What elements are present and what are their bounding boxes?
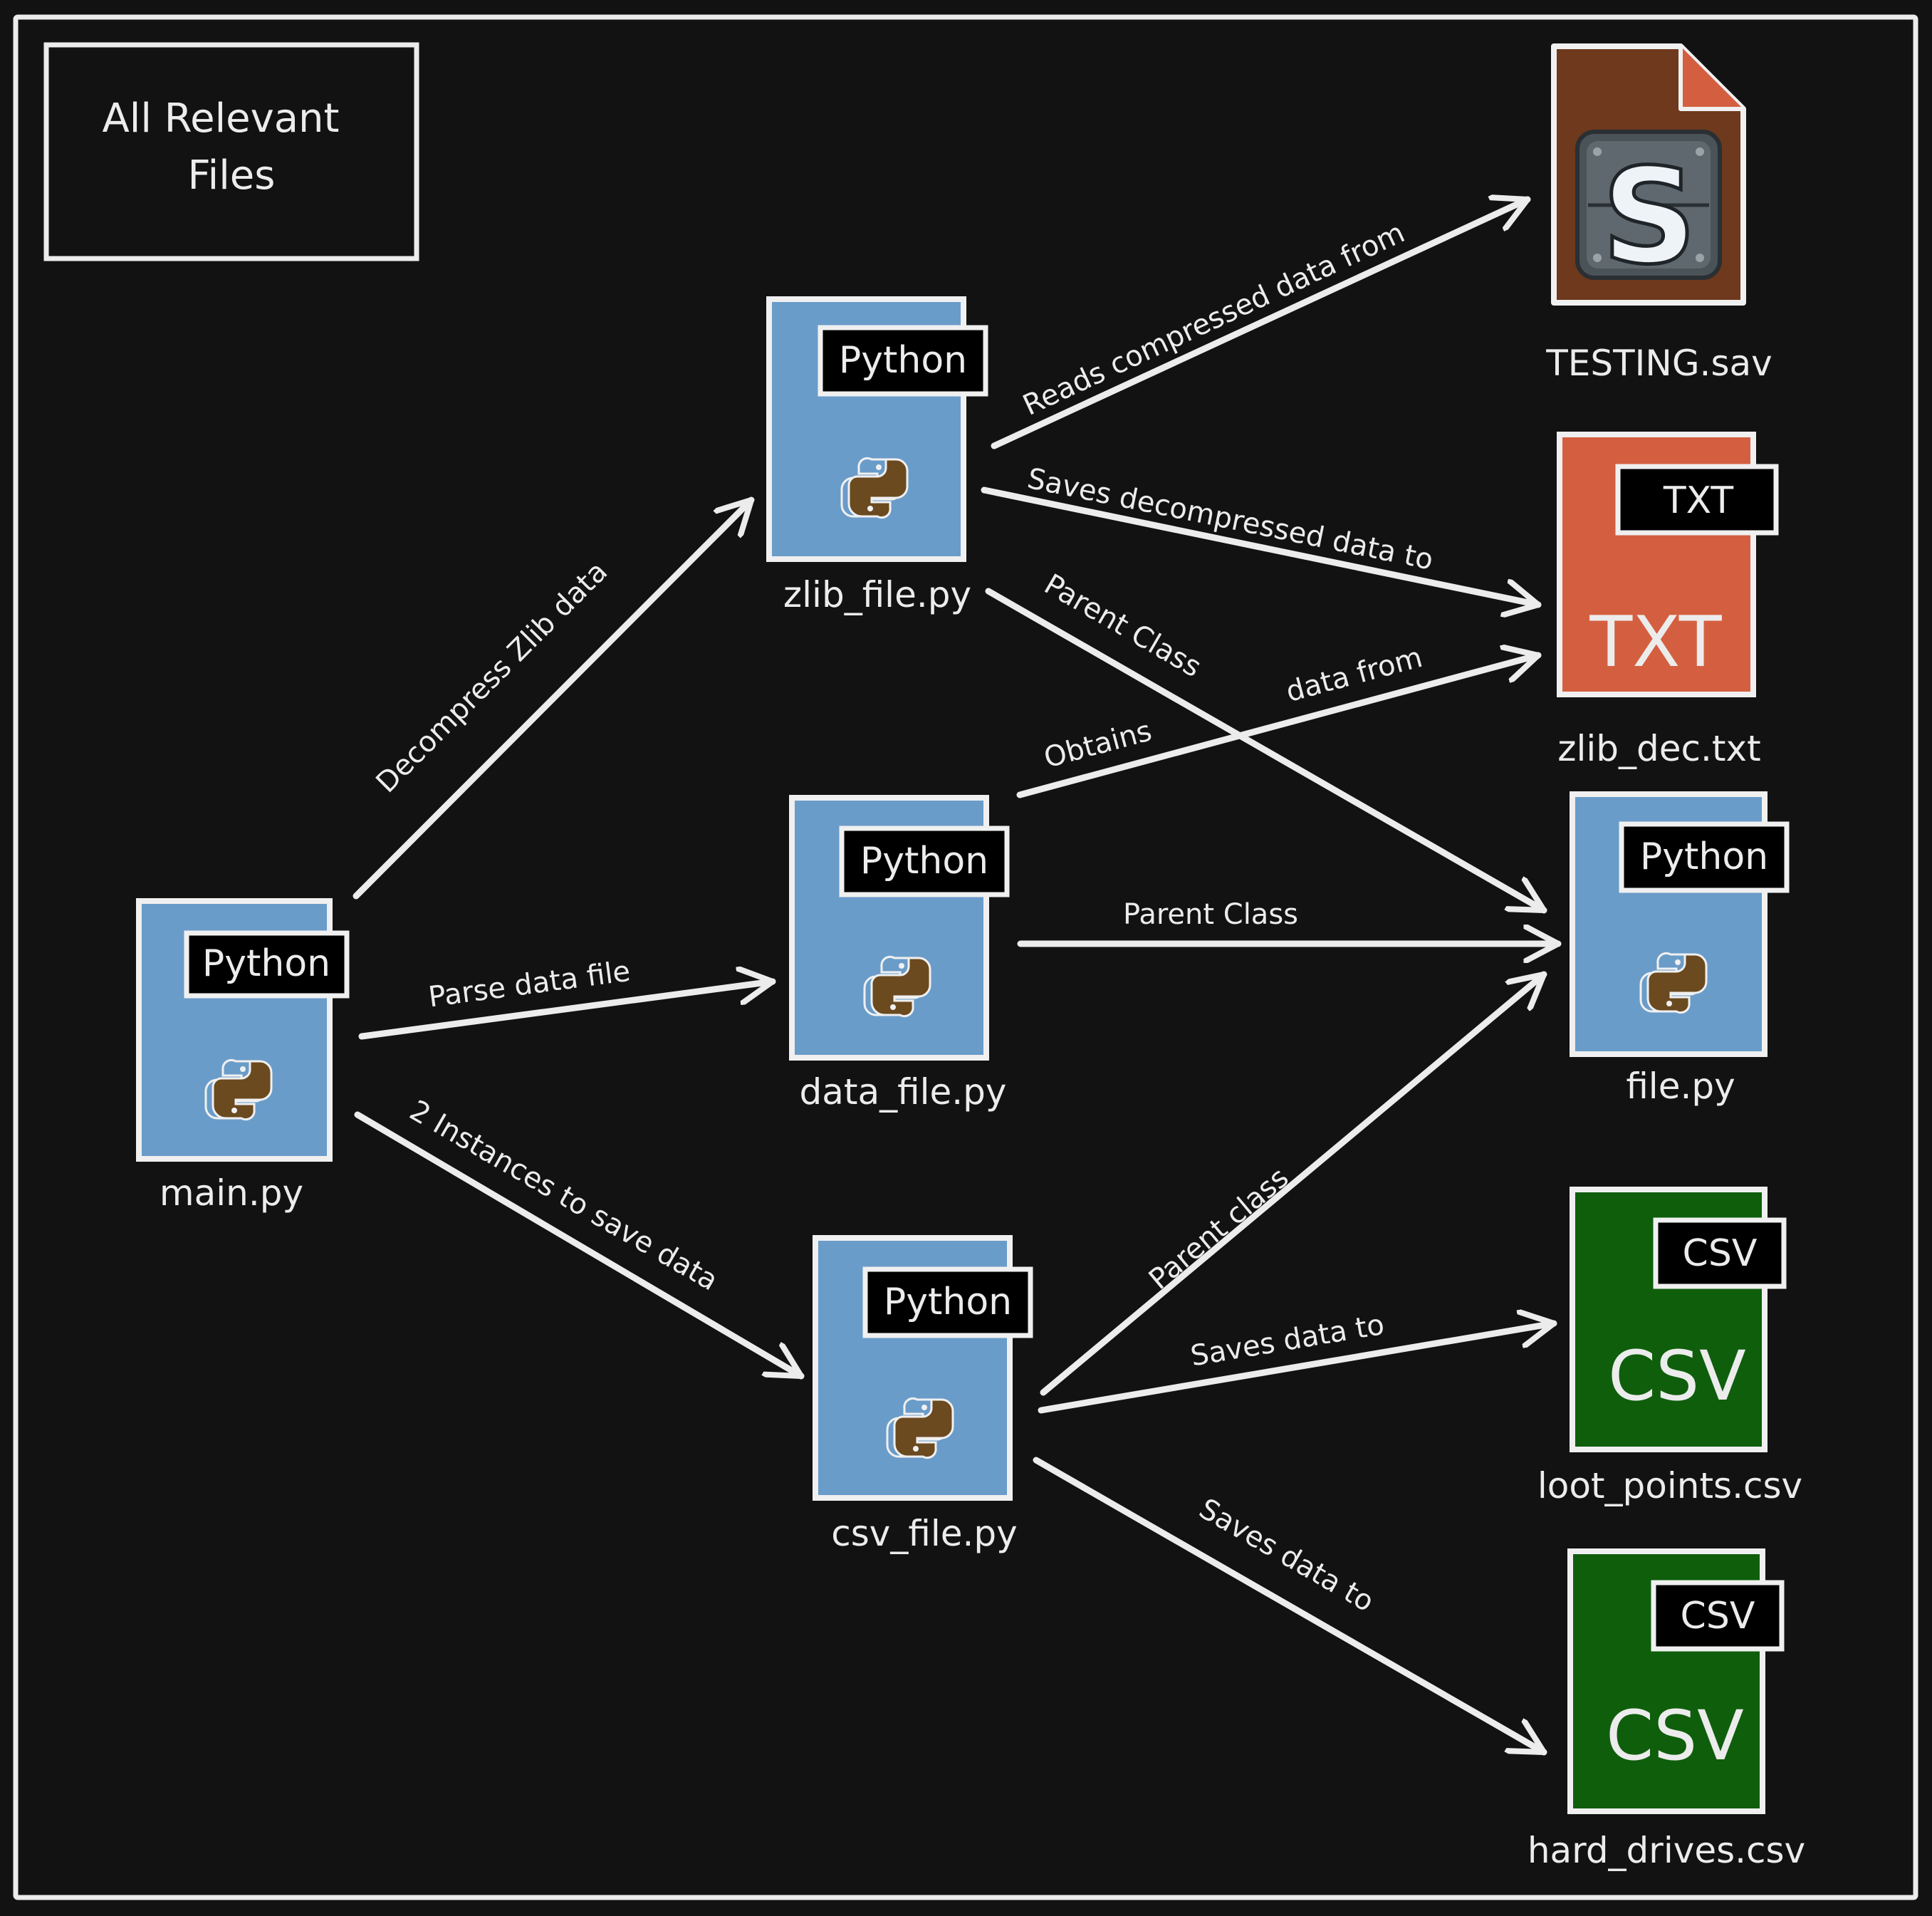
label-data-to-file: Parent Class (1123, 898, 1298, 931)
python-tag-text: Python (839, 339, 967, 382)
txt-tag (1615, 464, 1779, 536)
node-zlib-file-py[interactable]: Python zlib_file.py (766, 296, 988, 615)
node-txt-label: zlib_dec.txt (1557, 728, 1760, 769)
node-data-file-py[interactable]: Python data_file.py (789, 795, 1010, 1113)
txt-tag-text: TXT (1663, 479, 1733, 522)
csv-big-text: CSV (1608, 1336, 1746, 1416)
node-zlib-dec-txt[interactable]: TXT TXT zlib_dec.txt (1557, 432, 1779, 769)
edge-csv-to-loot (1038, 1323, 1557, 1414)
edge-zlib-to-txt (981, 486, 1542, 605)
node-main-py[interactable]: Python main.py (136, 898, 350, 1214)
csv-tag-text: CSV (1681, 1595, 1755, 1638)
label-zlib-to-txt: Saves decompressed data to (1025, 462, 1436, 577)
edge-csv-to-file (1040, 971, 1547, 1396)
csv-tag (1653, 1217, 1787, 1289)
python-tag (1619, 821, 1790, 893)
node-testing-sav[interactable]: S TESTING.sav (1545, 43, 1772, 384)
node-loot-points-csv[interactable]: CSV CSV loot_points.csv (1537, 1187, 1802, 1506)
python-tag (839, 826, 1010, 897)
txt-big-text: TXT (1589, 602, 1722, 683)
label-csv-to-loot: Saves data to (1189, 1308, 1387, 1373)
csv-big-text: CSV (1606, 1696, 1744, 1776)
node-sav-label: TESTING.sav (1545, 343, 1772, 384)
title-line-2: Files (188, 152, 276, 199)
edge-csv-to-hard (1033, 1457, 1547, 1756)
node-hard-drives-csv[interactable]: CSV CSV hard_drives.csv (1528, 1548, 1805, 1871)
python-tag (184, 930, 350, 999)
edge-zlib-to-file (985, 588, 1547, 914)
title-box: All Relevant Files (43, 42, 419, 261)
python-tag (862, 1266, 1033, 1338)
label-zlib-to-sav: Reads compressed data from (1018, 217, 1410, 422)
label-main-to-csv: 2 Instances to save data (404, 1094, 723, 1297)
title-line-1: All Relevant (103, 95, 340, 142)
node-csv-file-py[interactable]: Python csv_file.py (813, 1235, 1033, 1554)
edge-main-to-zlib (353, 496, 755, 900)
label-data-to-txt-datafrom: data from (1283, 641, 1426, 709)
node-hard-label: hard_drives.csv (1528, 1830, 1805, 1871)
edge-main-to-csv (354, 1111, 805, 1380)
edge-data-to-txt (1016, 655, 1542, 798)
python-tag (818, 325, 988, 397)
node-loot-label: loot_points.csv (1537, 1465, 1802, 1506)
python-tag-text: Python (202, 942, 330, 985)
node-file-py[interactable]: Python file.py (1570, 791, 1790, 1107)
node-file-label: file.py (1626, 1066, 1735, 1107)
csv-tag-text: CSV (1683, 1232, 1758, 1275)
edge-zlib-to-sav (991, 199, 1531, 449)
node-zlib-label: zlib_file.py (783, 574, 971, 615)
csv-tag (1651, 1580, 1785, 1652)
edges (353, 199, 1562, 1756)
edge-main-to-data (358, 982, 776, 1040)
node-main-label: main.py (160, 1172, 303, 1214)
outer-frame (13, 14, 1918, 1900)
sav-glyph: S (1602, 140, 1696, 293)
label-csv-to-file: Parent class (1143, 1161, 1295, 1296)
label-csv-to-hard: Saves data to (1194, 1492, 1379, 1618)
python-tag-text: Python (884, 1281, 1012, 1323)
python-tag-text: Python (860, 840, 988, 882)
node-data-label: data_file.py (800, 1071, 1007, 1113)
python-tag-text: Python (1640, 835, 1768, 878)
node-csv-label: csv_file.py (831, 1513, 1018, 1554)
